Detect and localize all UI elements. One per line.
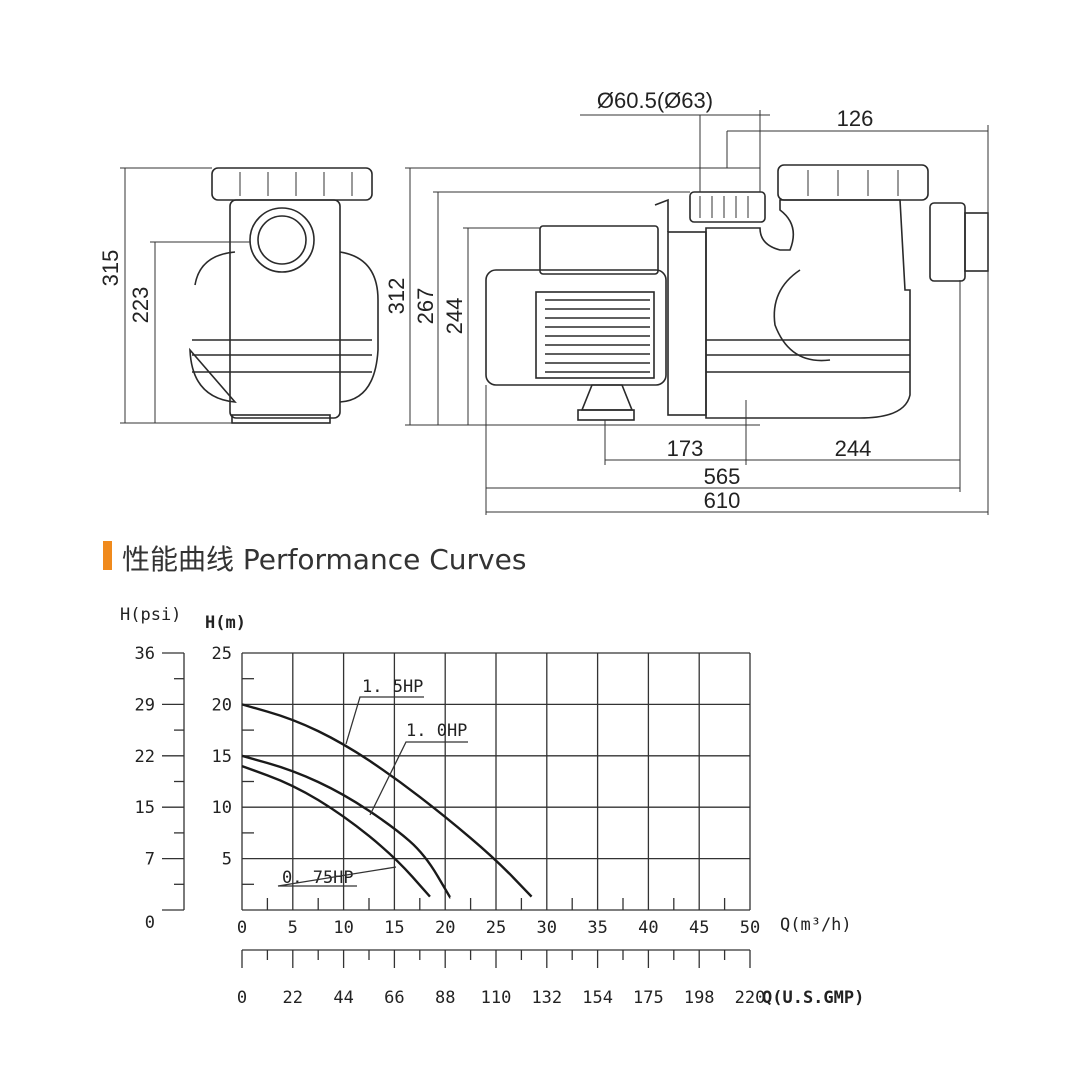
front-view <box>189 167 379 424</box>
gpm-axis-title: Q(U.S.GMP) <box>762 988 864 1008</box>
y-axis-title: H(m) <box>205 613 246 633</box>
side-dimension-lines <box>405 110 989 515</box>
curve-label-leader <box>369 741 468 816</box>
gpm-tick-label: 0 <box>237 988 247 1008</box>
curve-label: 0. 75HP <box>282 868 354 888</box>
section-accent-bar <box>103 541 112 570</box>
psi-tick-label: 29 <box>135 695 155 715</box>
dim-173: 173 <box>667 436 704 461</box>
performance-chart: 5 10 15 20 25 H(m) 0 7 15 22 29 36 H(psi) 0 5 10 15 20 25 3… <box>120 605 864 1008</box>
curve-0-75HP <box>241 764 431 898</box>
front-dimension-lines <box>120 167 250 424</box>
dim-side-244: 244 <box>442 298 467 335</box>
psi-tick-label: 15 <box>135 798 155 818</box>
x-tick-label: 25 <box>486 918 506 938</box>
psi-axis-title: H(psi) <box>120 605 181 625</box>
x-tick-label: 0 <box>237 918 247 938</box>
gpm-tick-label: 110 <box>481 988 512 1008</box>
curve-label: 1. 0HP <box>406 721 467 741</box>
gpm-tick-label: 220 <box>735 988 766 1008</box>
x-tick-label: 5 <box>288 918 298 938</box>
dim-610: 610 <box>704 488 741 513</box>
gpm-tick-label: 132 <box>531 988 562 1008</box>
x-tick-label: 45 <box>689 918 709 938</box>
psi-tick-label: 22 <box>135 747 155 767</box>
gpm-tick-label: 44 <box>333 988 353 1008</box>
y-tick-label: 25 <box>212 644 232 664</box>
y-tick-label: 15 <box>212 747 232 767</box>
curve-1-5HP <box>241 703 533 898</box>
x-tick-label: 15 <box>384 918 404 938</box>
psi-tick-label: 36 <box>135 644 155 664</box>
y-tick-label: 5 <box>222 850 232 870</box>
curve-label: 1. 5HP <box>362 677 423 697</box>
dim-side-312: 312 <box>384 278 409 315</box>
curve-label-leader <box>277 866 397 887</box>
curve-label-leader <box>345 696 424 745</box>
gpm-tick-label: 66 <box>384 988 404 1008</box>
gpm-tick-label: 175 <box>633 988 664 1008</box>
side-view <box>485 164 989 421</box>
dim-side-267: 267 <box>413 288 438 325</box>
curve-1-0HP <box>241 754 452 899</box>
dim-126: 126 <box>837 106 874 131</box>
gpm-tick-label: 198 <box>684 988 715 1008</box>
x-tick-label: 50 <box>740 918 760 938</box>
x-tick-label: 35 <box>587 918 607 938</box>
dim-front-315: 315 <box>98 250 123 287</box>
gpm-tick-label: 154 <box>582 988 613 1008</box>
x-tick-label: 10 <box>333 918 353 938</box>
dim-front-223: 223 <box>128 287 153 324</box>
dim-565: 565 <box>704 464 741 489</box>
gpm-tick-label: 88 <box>435 988 455 1008</box>
dim-244-bottom: 244 <box>835 436 872 461</box>
gpm-tick-label: 22 <box>283 988 303 1008</box>
section-title: 性能曲线 Performance Curves <box>122 543 527 576</box>
motor-fins <box>535 291 655 379</box>
dim-outlet-diameter: Ø60.5(Ø63) <box>597 88 713 113</box>
psi-tick-label: 0 <box>145 913 155 933</box>
y-tick-label: 20 <box>212 695 232 715</box>
x-tick-label: 30 <box>537 918 557 938</box>
x-tick-label: 20 <box>435 918 455 938</box>
psi-tick-label: 7 <box>145 850 155 870</box>
x-tick-label: 40 <box>638 918 658 938</box>
x-axis-title: Q(m³/h) <box>780 915 852 935</box>
y-tick-label: 10 <box>212 798 232 818</box>
